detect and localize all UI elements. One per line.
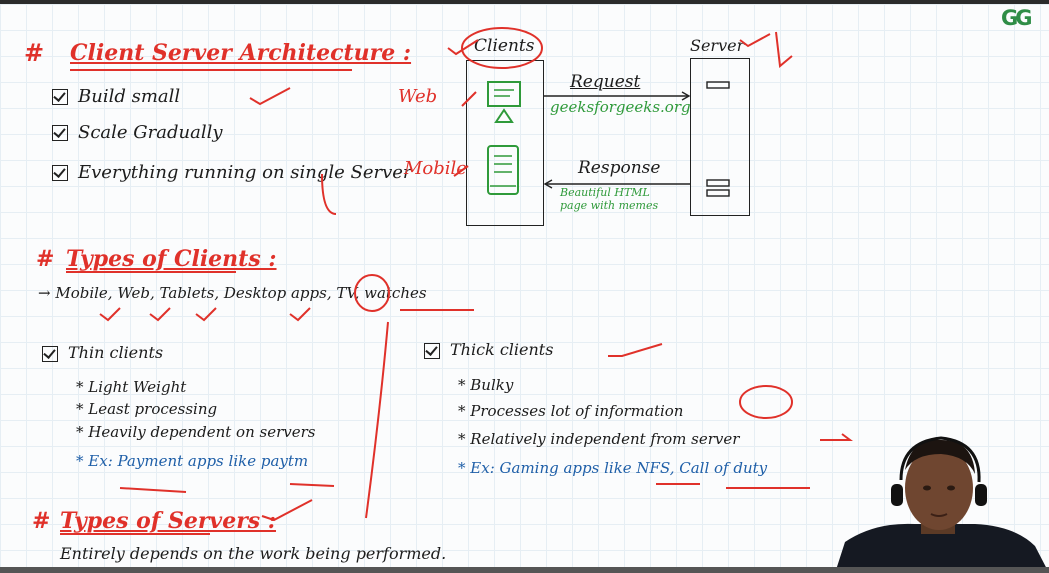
list-item-text: Relatively independent from server <box>470 430 740 448</box>
gfg-logo-icon: GG <box>1001 6 1032 30</box>
thick-example: * Ex: Gaming apps like NFS, Call of duty <box>458 459 768 477</box>
tick-icon <box>249 87 291 106</box>
web-label: Web <box>398 86 438 107</box>
whiteboard-grid <box>0 4 1049 567</box>
monitor-icon <box>487 81 521 123</box>
heading-types-clients: Types of Clients : <box>66 246 277 272</box>
servers-text: Entirely depends on the work being perfo… <box>60 544 447 563</box>
checklist-item: Build small <box>52 86 180 107</box>
pointer-line <box>461 91 477 107</box>
underline-annotation <box>289 483 335 487</box>
list-item: * Relatively independent from server <box>458 430 740 448</box>
example-text: Ex: Payment apps like paytm <box>88 452 309 470</box>
checklist-item-label: Scale Gradually <box>78 122 223 143</box>
example-text: Ex: Gaming apps like NFS, Call of duty <box>470 459 768 477</box>
tick-icon <box>608 343 663 357</box>
hash-icon: # <box>32 508 51 534</box>
tick-icon <box>261 499 313 522</box>
list-item-text: Processes lot of information <box>470 402 684 420</box>
checkbox-icon <box>52 165 68 181</box>
client-types-list: → Mobile, Web, Tablets, Desktop apps, TV… <box>38 284 427 302</box>
server-slot-icon <box>706 81 730 89</box>
server-slot-icon <box>706 189 730 197</box>
arrow-annotation-icon <box>775 31 793 68</box>
list-item: * Bulky <box>458 376 514 394</box>
tick-icon <box>739 33 771 48</box>
thin-clients-label: Thin clients <box>68 343 164 362</box>
thick-clients-title: Thick clients <box>424 340 553 359</box>
thick-clients-label: Thick clients <box>450 340 554 359</box>
list-item: * Processes lot of information <box>458 402 684 420</box>
circle-annotation <box>739 385 793 419</box>
tick-icon <box>99 307 311 322</box>
clients-box <box>466 60 544 226</box>
top-edge <box>0 0 1049 4</box>
heading-client-server: Client Server Architecture : <box>70 40 412 66</box>
mobile-phone-icon <box>487 145 519 195</box>
response-label: Response <box>578 158 661 178</box>
server-box <box>690 58 750 216</box>
list-item-text: Heavily dependent on servers <box>88 423 316 441</box>
list-item-text: Bulky <box>470 376 514 394</box>
list-item-text: Light Weight <box>88 378 187 396</box>
request-note: geeksforgeeks.org <box>550 98 691 116</box>
instructor-webcam <box>835 430 1049 573</box>
list-item-text: Least processing <box>88 400 218 418</box>
hash-icon: # <box>24 38 45 67</box>
checkbox-icon <box>424 342 440 359</box>
hook-annotation <box>321 173 337 215</box>
server-slot-icon <box>706 179 730 187</box>
clients-label: Clients <box>474 36 535 56</box>
checklist-item: Everything running on single Server <box>52 162 412 183</box>
circle-annotation <box>461 27 543 69</box>
pointer-line <box>453 165 469 177</box>
list-item: * Heavily dependent on servers <box>76 423 316 441</box>
mobile-label: Mobile <box>404 158 467 179</box>
list-item: * Light Weight <box>76 378 187 396</box>
request-label: Request <box>570 72 641 92</box>
thin-example: * Ex: Payment apps like paytm <box>76 452 309 470</box>
checkbox-icon <box>52 125 68 141</box>
checklist-item-label: Build small <box>78 86 181 107</box>
underline-annotation <box>119 487 187 493</box>
tick-icon <box>447 39 479 56</box>
thin-clients-title: Thin clients <box>42 343 163 362</box>
checkbox-icon <box>52 89 68 105</box>
arrow-annotation-icon <box>820 433 853 441</box>
circle-annotation <box>354 274 390 312</box>
divider-line <box>365 321 389 519</box>
hash-icon: # <box>36 246 55 272</box>
instructor-avatar <box>835 436 1049 573</box>
checklist-item-label: Everything running on single Server <box>78 162 412 183</box>
arrow-head-icon <box>681 91 691 101</box>
heading-types-servers: Types of Servers : <box>60 508 276 534</box>
checklist-item: Scale Gradually <box>52 122 223 143</box>
server-label: Server <box>690 36 745 55</box>
list-item: * Least processing <box>76 400 218 418</box>
response-note: Beautiful HTML page with memes <box>560 186 659 212</box>
checkbox-icon <box>42 345 58 362</box>
arrow-head-icon <box>543 179 553 189</box>
video-progress-bar[interactable] <box>0 567 1049 573</box>
